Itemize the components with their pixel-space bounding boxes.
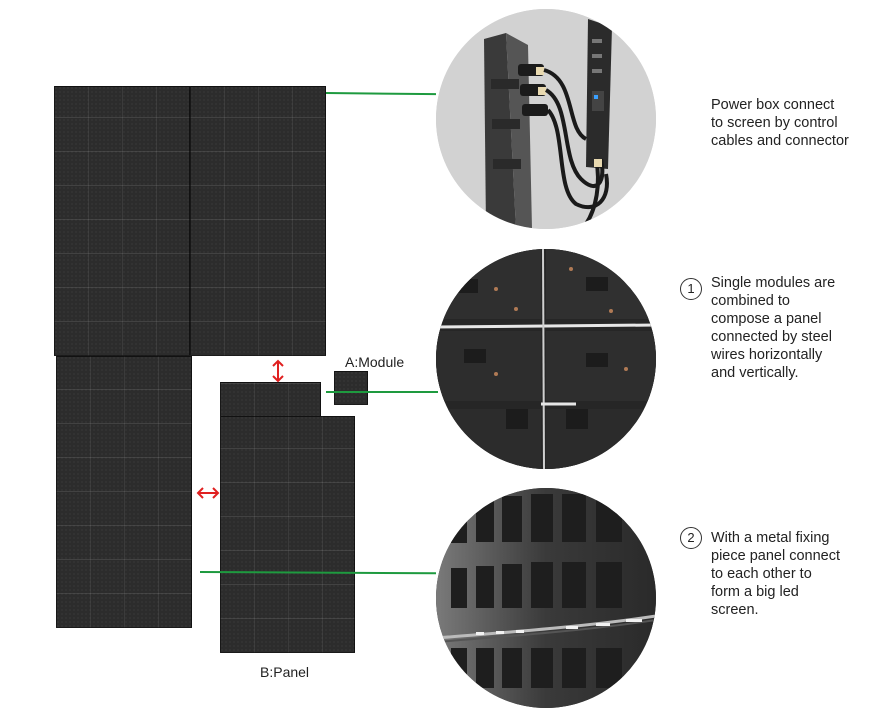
led-panel-bottom-left [56, 356, 192, 628]
power-box-photo [436, 9, 656, 229]
step-number-2: 2 [680, 527, 702, 549]
module-back-photo [436, 249, 656, 469]
panel-connection-illustration [436, 488, 656, 708]
panel-label: B:Panel [260, 664, 310, 680]
connector-line-module [326, 391, 438, 393]
connector-line-power-box [325, 92, 437, 96]
step-caption-1: Single modules are combined to compose a… [711, 275, 836, 381]
horizontal-arrow-icon [196, 487, 220, 499]
step-caption-2: With a metal fixing piece panel connect … [711, 530, 840, 618]
led-module-a [334, 371, 368, 405]
module-label: A:Module [345, 354, 405, 370]
module-back-illustration [436, 249, 656, 469]
led-panel-top-right [190, 86, 326, 356]
power-box-illustration [436, 9, 656, 229]
step-number-1: 1 [680, 278, 702, 300]
led-panel-top-left [54, 86, 190, 356]
led-panel-b-body [220, 416, 355, 653]
vertical-arrow-icon [272, 359, 284, 383]
step-caption-power-box: Power box connect to screen by control c… [711, 97, 849, 149]
panel-connection-photo [436, 488, 656, 708]
led-panel-b-top [220, 382, 321, 418]
